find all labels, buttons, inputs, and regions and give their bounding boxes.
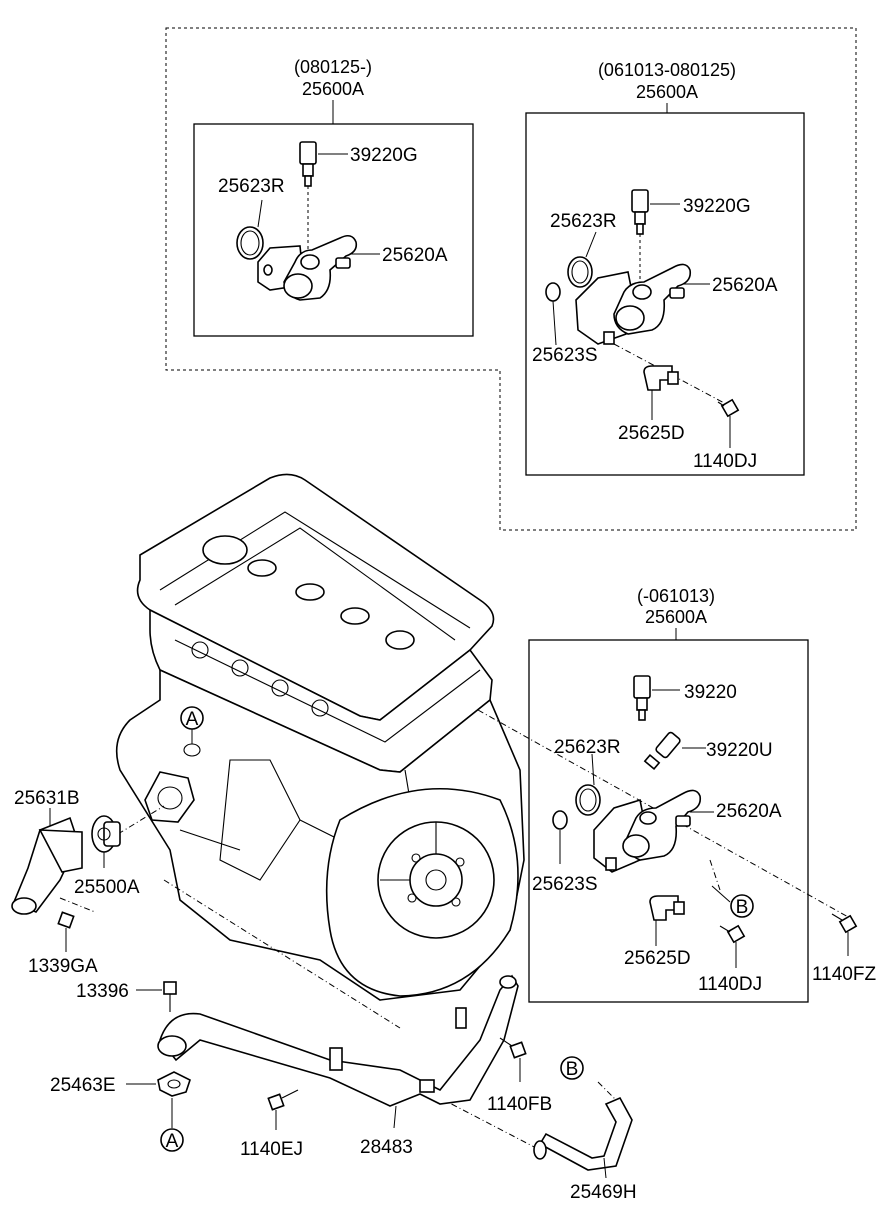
tl-housing-icon [257, 234, 358, 301]
tr-bolt-label: 1140DJ [693, 451, 757, 472]
bolt-fz-label: 1140FZ [812, 964, 876, 985]
gasket-e-label: 25463E [50, 1075, 116, 1096]
br-bolt-icon [719, 924, 746, 944]
svg-text:B: B [736, 897, 749, 918]
br-sensor-2-label: 39220U [706, 740, 773, 761]
br-date-range: (-061013) [637, 586, 715, 606]
variant-bottom-right: (-061013) 25600A 39220 39220U 25623R 256… [528, 586, 809, 1003]
br-oring-icon [552, 810, 568, 830]
br-box [528, 639, 809, 1003]
tr-temp-sensor-icon [631, 189, 649, 235]
thermostat-icon [91, 815, 121, 853]
hose-icon [533, 1096, 633, 1171]
nut-label: 1339GA [28, 956, 98, 977]
pipe-label: 28483 [360, 1137, 413, 1158]
tr-assembly-number: 25600A [636, 82, 698, 102]
svg-text:A: A [166, 1131, 179, 1152]
tr-oring-label: 25623S [532, 345, 598, 366]
tr-housing-icon [575, 263, 692, 345]
tl-temp-sensor-icon [299, 141, 317, 187]
br-bolt-label: 1140DJ [698, 974, 762, 995]
br-bracket-label: 25625D [624, 948, 691, 969]
tl-assembly-number: 25600A [302, 79, 364, 99]
marker-b-hose: B [560, 1056, 584, 1080]
br-housing-label: 25620A [716, 801, 782, 822]
tr-bolt-icon [717, 398, 740, 418]
tr-housing-label: 25620A [712, 275, 778, 296]
tr-oring-icon [545, 282, 561, 302]
br-bracket-icon [649, 895, 685, 921]
nut-icon [57, 911, 75, 929]
inlet-label: 25631B [14, 788, 80, 809]
stud-label: 13396 [76, 981, 129, 1002]
marker-b-right: B [730, 894, 754, 918]
bolt-ej-label: 1140EJ [240, 1139, 303, 1160]
br-assembly-number: 25600A [645, 607, 707, 627]
tr-sensor-label: 39220G [683, 196, 751, 217]
tr-bracket-icon [643, 365, 679, 391]
marker-a-engine: A [180, 706, 204, 757]
tl-gasket-label: 25623R [218, 176, 285, 197]
engine-block [115, 473, 525, 1001]
br-oring-label: 25623S [532, 874, 598, 895]
tl-housing-label: 25620A [382, 245, 448, 266]
tr-gasket-label: 25623R [550, 211, 617, 232]
tr-box [525, 112, 805, 476]
tl-box [193, 123, 474, 337]
br-temp-sensor-icon [633, 675, 651, 721]
tr-bracket-label: 25625D [618, 423, 685, 444]
thermostat-label: 25500A [74, 877, 140, 898]
br-temp-sensor-2-icon [643, 731, 681, 771]
svg-text:B: B [566, 1059, 579, 1080]
bolt-fz-icon [831, 913, 858, 934]
bolt-fb-label: 1140FB [487, 1094, 552, 1115]
hose-label: 25469H [570, 1182, 637, 1203]
tl-date-range: (080125-) [294, 57, 372, 77]
variant-top-right: (061013-080125) 25600A 39220G 25623R 256… [525, 60, 805, 476]
marker-a-bottom: A [160, 1098, 184, 1152]
tr-date-range: (061013-080125) [598, 60, 736, 80]
br-gasket-label: 25623R [554, 737, 621, 758]
tl-sensor-label: 39220G [350, 145, 418, 166]
br-housing-icon [593, 789, 702, 873]
gasket-e-icon [157, 1071, 191, 1097]
inlet-fitting-icon [11, 816, 83, 915]
water-pipe-icon [157, 974, 519, 1107]
variant-group-outline [165, 27, 857, 531]
br-sensor-label: 39220 [684, 682, 737, 703]
variant-top-left: (080125-) 25600A 39220G 25623R 25620A [193, 57, 474, 337]
bolt-ej-icon [267, 1089, 299, 1111]
svg-text:A: A [186, 709, 199, 730]
stud-icon [163, 981, 177, 1012]
bolt-fb-icon [499, 1037, 527, 1059]
